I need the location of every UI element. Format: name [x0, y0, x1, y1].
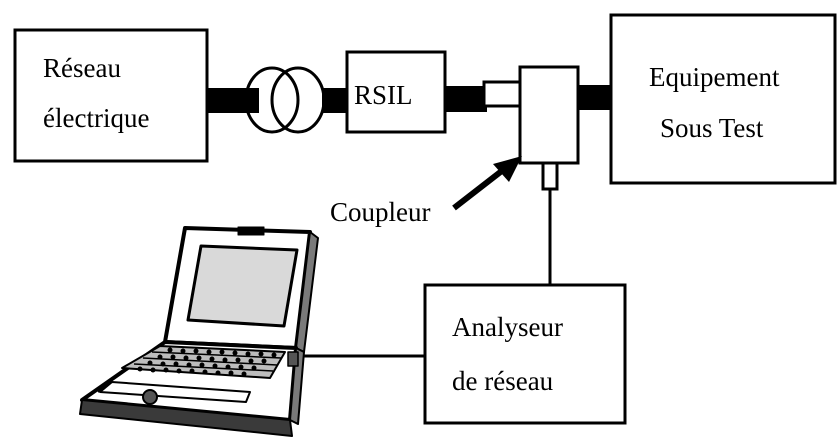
- box-analyseur: Analyseur de réseau: [423, 283, 627, 425]
- label-reseau-line1: Réseau: [43, 53, 121, 83]
- cable-rsil-coupler: [445, 86, 487, 112]
- label-analyseur-line2: de réseau: [452, 366, 554, 396]
- label-equipement-line2: Sous Test: [660, 113, 764, 143]
- box-equipement: Equipement Sous Test: [609, 13, 837, 185]
- coupler-output-connector: [541, 161, 559, 191]
- cable-transformer-rsil: [322, 88, 348, 113]
- label-rsil: RSIL: [354, 80, 413, 110]
- cable-coupler-equipment: [578, 85, 612, 110]
- label-reseau-line2: électrique: [43, 103, 149, 133]
- box-rsil: RSIL: [345, 50, 447, 134]
- arrow-icon: [452, 156, 522, 211]
- cable-grid-transformer: [207, 88, 259, 113]
- label-coupleur: Coupleur: [330, 197, 431, 227]
- box-coupleur: [518, 65, 580, 165]
- coupler-plug: [482, 80, 522, 108]
- laptop-icon: [79, 226, 319, 437]
- label-equipement-line1: Equipement: [649, 62, 780, 92]
- box-reseau-electrique: Réseau électrique: [13, 28, 209, 163]
- label-analyseur-line1: Analyseur: [452, 312, 563, 342]
